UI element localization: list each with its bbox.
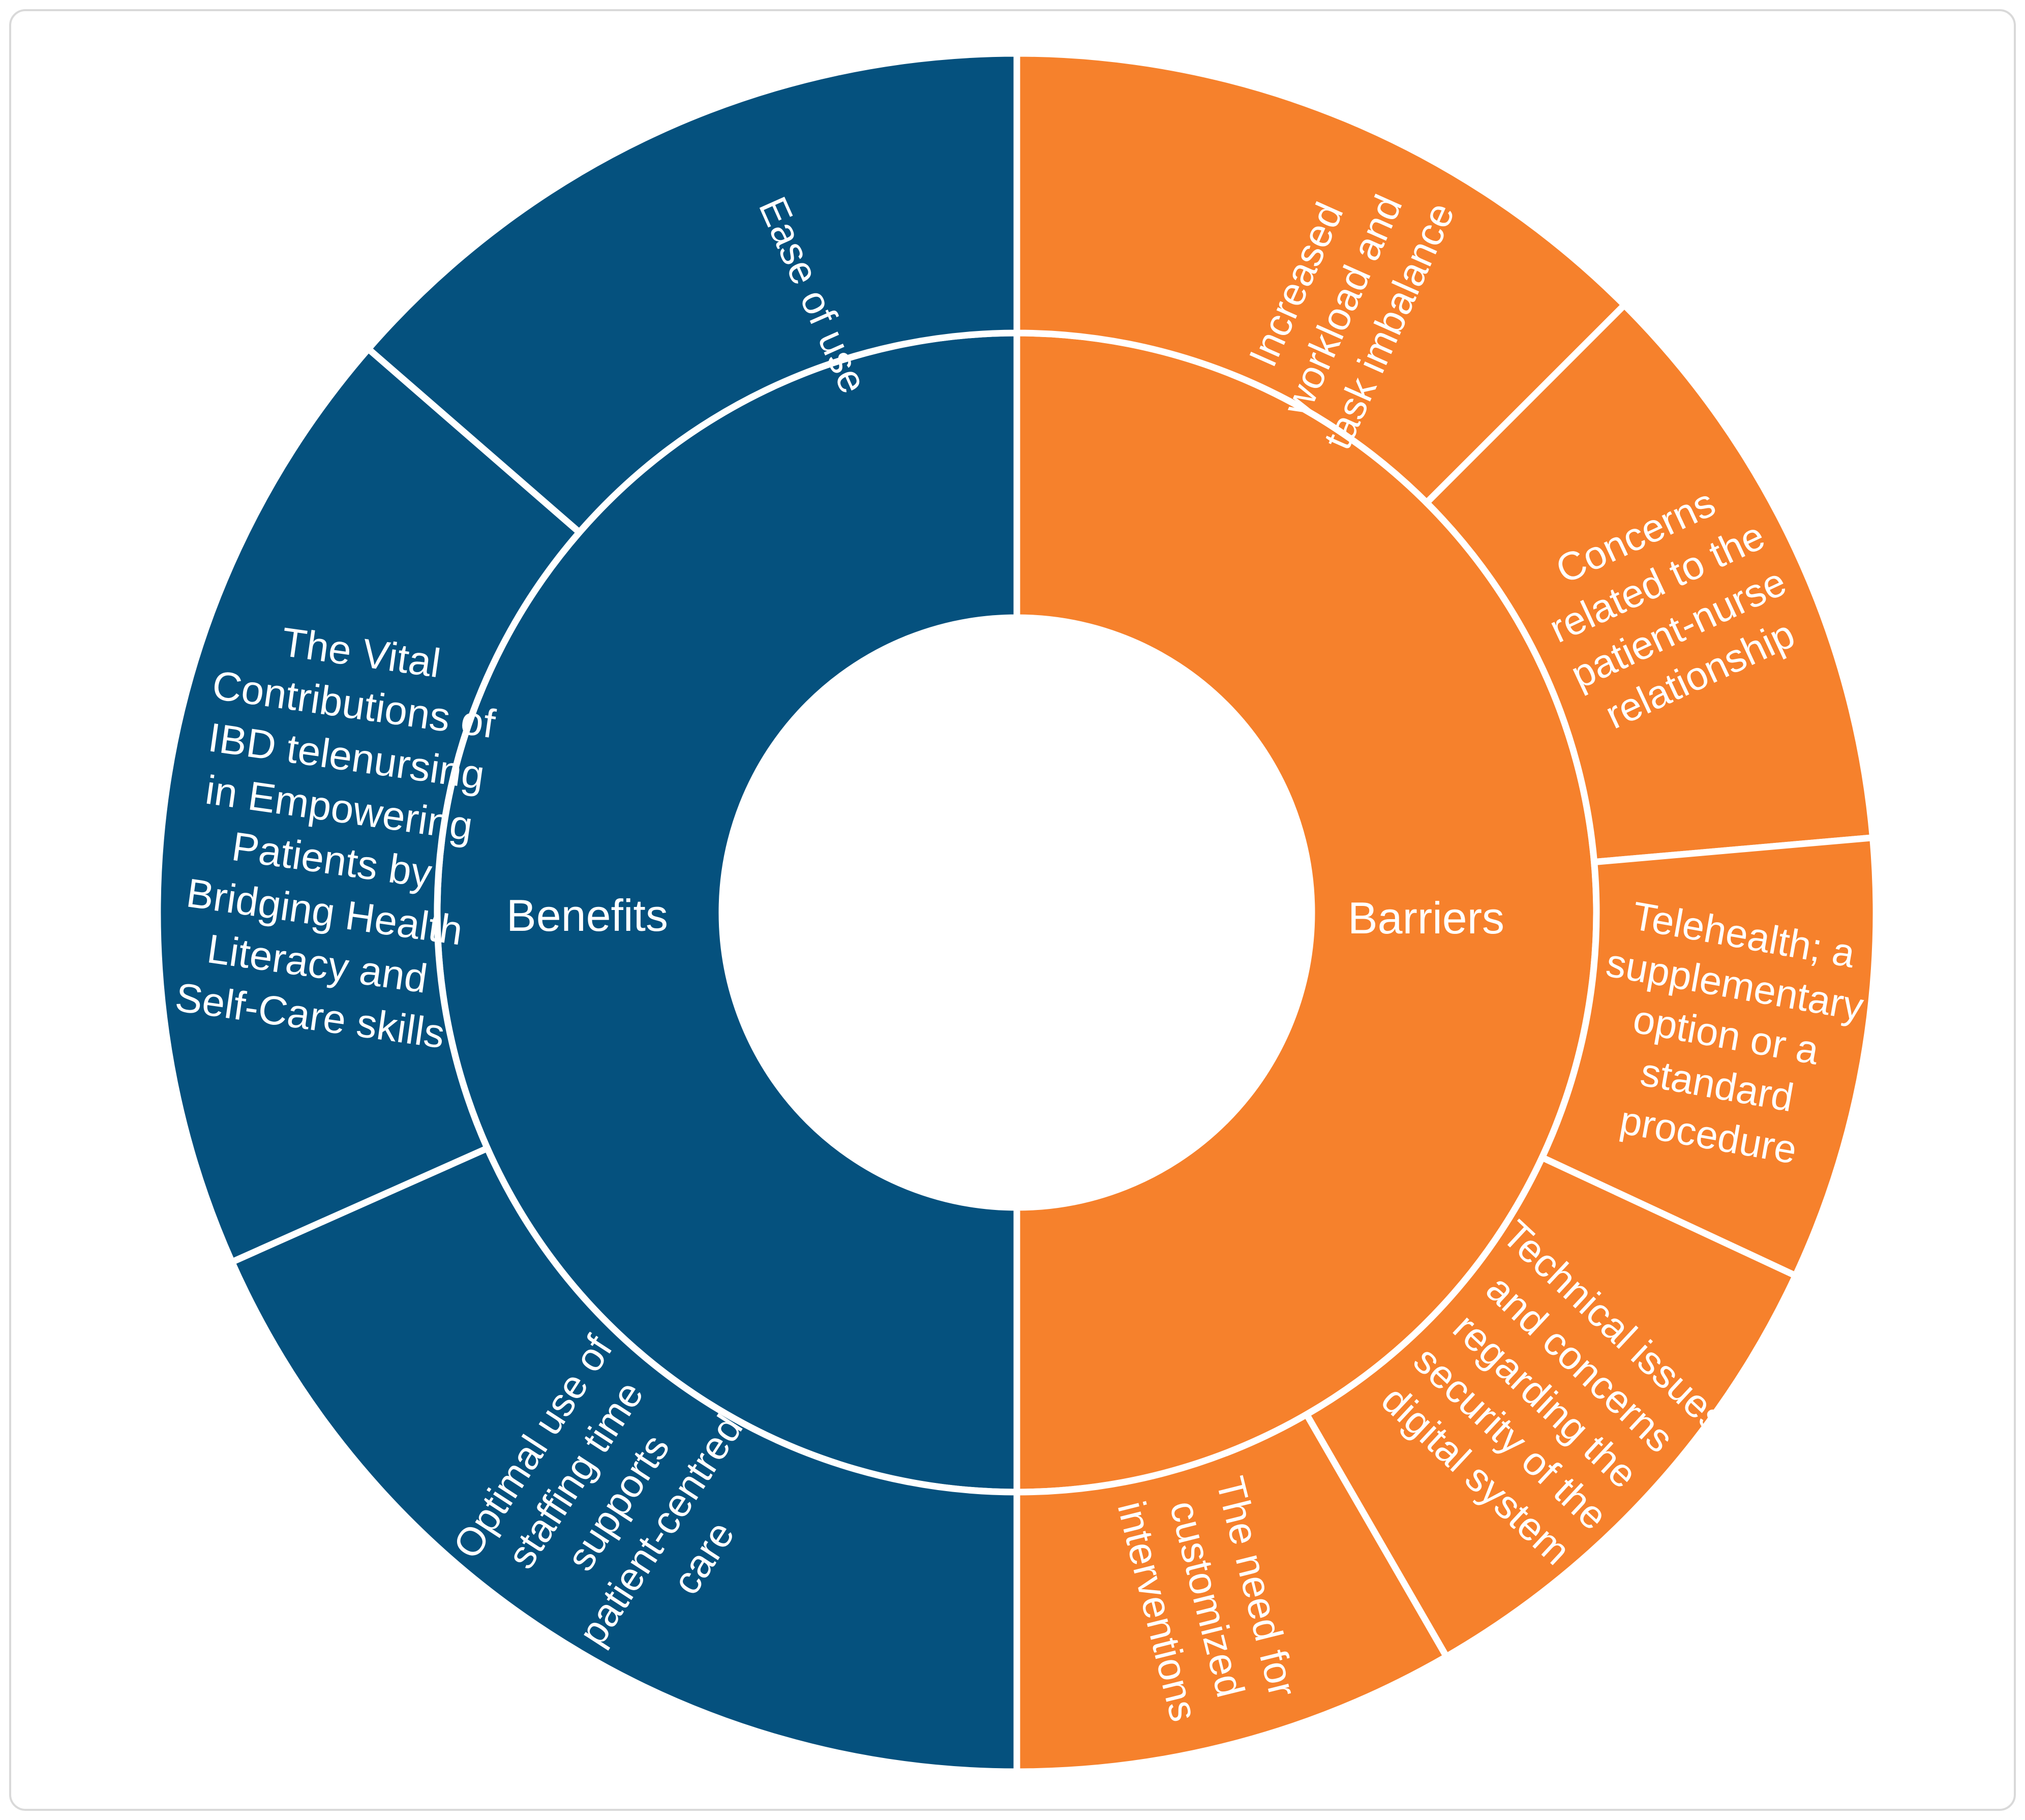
outer-segment-ease-of-use (365, 50, 1020, 536)
outer-segment-increased-workload (1013, 50, 1628, 506)
outer-segment-vital-contributions (154, 345, 583, 1265)
outer-segment-concerns-patient-nurse (1423, 301, 1877, 866)
outer-segment-optimal-staffing (228, 1145, 1020, 1775)
outer-segment-technical-issues (1303, 1154, 1799, 1660)
inner-label-benefits: Benefits (506, 890, 668, 941)
inner-label-barriers: Barriers (1348, 893, 1504, 943)
